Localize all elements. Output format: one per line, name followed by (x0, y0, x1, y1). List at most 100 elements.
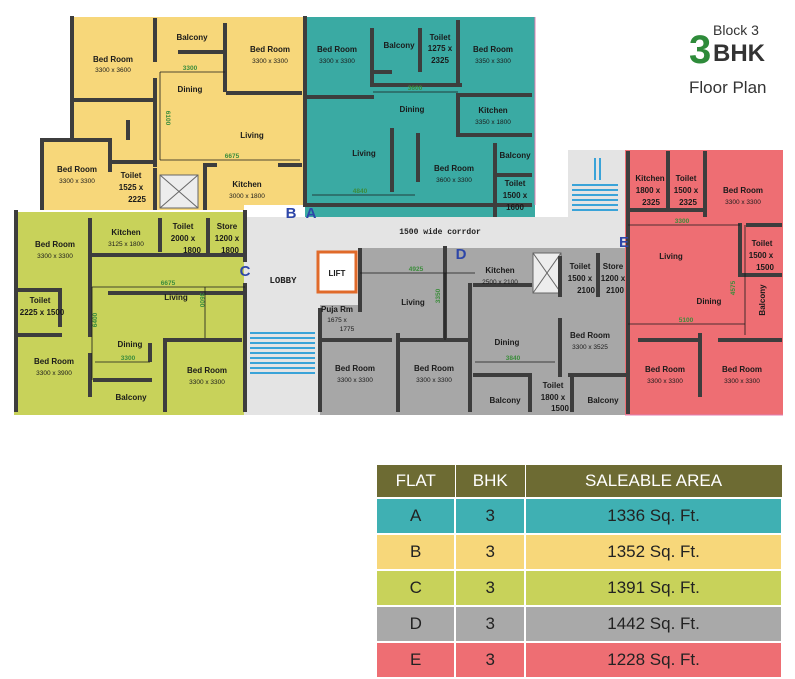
d-balcony1-label: Balcony (489, 396, 521, 405)
c-toilet2-label: Toilet (30, 296, 51, 305)
flat-letter-d: D (456, 246, 467, 263)
c-bed1-size: 3300 x 3300 (37, 253, 73, 260)
area-table-header: FLAT BHK SALEABLE AREA (375, 464, 783, 499)
d-dim-1: 4925 (409, 266, 424, 273)
b-bed2-size: 3300 x 3300 (252, 58, 288, 65)
d-kitchen-label: Kitchen (485, 266, 514, 275)
a-toilet1-size2: 2325 (431, 56, 449, 65)
b-living-label: Living (240, 131, 264, 140)
c-bed3-label: Bed Room (187, 366, 227, 375)
a-toilet2-label: Toilet (505, 179, 526, 188)
d-toilet1-size2: 2100 (577, 286, 595, 295)
d-toilet1-label: Toilet (570, 262, 591, 271)
e-toilet2-size2: 1500 (756, 263, 774, 272)
e-balcony-label: Balcony (758, 284, 767, 316)
cell-area: 1336 Sq. Ft. (524, 497, 783, 535)
cell-flat: A (374, 497, 457, 535)
cell-flat: D (374, 605, 457, 643)
c-store-size1: 1200 x (215, 234, 240, 243)
a-kitchen-label: Kitchen (478, 106, 507, 115)
c-dim-4: 3300 (121, 355, 136, 362)
b-toilet-size1: 1525 x (119, 183, 144, 192)
d-toilet1-size1: 1500 x (568, 274, 593, 283)
d-store-size1: 1200 x (601, 274, 626, 283)
stair-lobby-steps (250, 332, 315, 374)
d-store-label: Store (603, 262, 624, 271)
a-toilet1-label: Toilet (430, 33, 451, 42)
b-toilet-label: Toilet (121, 171, 142, 180)
a-toilet2-size1: 1500 x (503, 191, 528, 200)
e-toilet2-size1: 1500 x (749, 251, 774, 260)
c-toilet1-size2: 1800 (183, 246, 201, 255)
e-bed2-label: Bed Room (645, 365, 685, 374)
floor-plan: Balcony Bed Room 3300 x 3600 Bed Room 33… (14, 16, 783, 416)
d-store-size2: 2100 (606, 286, 624, 295)
bhk-number: 3 (689, 28, 712, 72)
d-bed2-label: Bed Room (335, 364, 375, 373)
dimension-lines (91, 71, 746, 380)
c-store-size2: 1800 (221, 246, 239, 255)
cell-area: 1228 Sq. Ft. (524, 641, 783, 679)
a-balcony2-label: Balcony (499, 151, 531, 160)
table-row: E 3 1228 Sq. Ft. (374, 641, 783, 679)
b-dining-label: Dining (178, 85, 203, 94)
duct-shaft-d (532, 252, 562, 294)
table-row: D 3 1442 Sq. Ft. (374, 605, 783, 643)
e-toilet1-size1: 1500 x (674, 186, 699, 195)
b-bed1-size: 3300 x 3600 (95, 67, 131, 74)
d-bed1-label: Bed Room (570, 331, 610, 340)
c-kitchen-size: 3125 x 1800 (108, 241, 144, 248)
c-toilet1-label: Toilet (173, 222, 194, 231)
d-bed3-label: Bed Room (414, 364, 454, 373)
e-kitchen-size2: 2325 (642, 198, 660, 207)
d-bed3-size: 3300 x 3300 (416, 377, 452, 384)
a-toilet2-size2: 1600 (506, 203, 524, 212)
cell-bhk: 3 (454, 641, 527, 679)
b-bed3-size: 3300 x 3300 (59, 178, 95, 185)
b-dim-1: 3300 (183, 65, 198, 72)
cell-area: 1352 Sq. Ft. (524, 533, 783, 571)
c-living-label: Living (164, 293, 188, 302)
b-bed1-label: Bed Room (93, 55, 133, 64)
c-balcony-label: Balcony (115, 393, 147, 402)
table-row: C 3 1391 Sq. Ft. (374, 569, 783, 607)
c-kitchen-label: Kitchen (111, 228, 140, 237)
cell-flat: E (374, 641, 457, 679)
d-puja-size1: 1675 x (327, 317, 347, 324)
c-dim-3: 3600 (198, 293, 205, 308)
d-dim-2: 3350 (435, 288, 442, 303)
d-living-label: Living (401, 298, 425, 307)
b-dim-2: 6100 (164, 111, 171, 126)
d-toilet2-label: Toilet (543, 381, 564, 390)
a-bed3-label: Bed Room (434, 164, 474, 173)
cell-flat: B (374, 533, 457, 571)
cell-bhk: 3 (454, 605, 527, 643)
a-toilet1-size1: 1275 x (428, 44, 453, 53)
e-toilet1-size2: 2325 (679, 198, 697, 207)
flat-b-area (40, 17, 305, 210)
header-flat: FLAT (375, 464, 456, 499)
block-label: Block 3 (713, 22, 759, 38)
lift-box (316, 250, 358, 294)
bhk-label: BHK (713, 40, 765, 67)
b-dim-3: 6675 (225, 153, 240, 160)
d-bed1-size: 3300 x 3525 (572, 344, 608, 351)
e-dim-3: 5100 (679, 317, 694, 324)
area-table: FLAT BHK SALEABLE AREA A 3 1336 Sq. Ft. … (374, 464, 783, 679)
c-toilet1-size1: 2000 x (171, 234, 196, 243)
d-balcony2-label: Balcony (587, 396, 619, 405)
e-bed3-size: 3300 x 3300 (724, 378, 760, 385)
b-balcony-label: Balcony (176, 33, 208, 42)
e-bed2-size: 3300 x 3300 (647, 378, 683, 385)
c-bed1-label: Bed Room (35, 240, 75, 249)
duct-shaft-b (159, 174, 199, 209)
a-dim-2: 4840 (353, 188, 368, 195)
e-toilet1-label: Toilet (676, 174, 697, 183)
cell-bhk: 3 (454, 497, 527, 535)
d-dining-label: Dining (495, 338, 520, 347)
a-kitchen-size: 3350 x 1800 (475, 119, 511, 126)
d-kitchen-size: 2500 x 2100 (482, 279, 518, 286)
d-puja-size2: 1775 (340, 326, 355, 333)
flat-letter-e: E (619, 234, 629, 251)
d-dim-3: 3840 (506, 355, 521, 362)
